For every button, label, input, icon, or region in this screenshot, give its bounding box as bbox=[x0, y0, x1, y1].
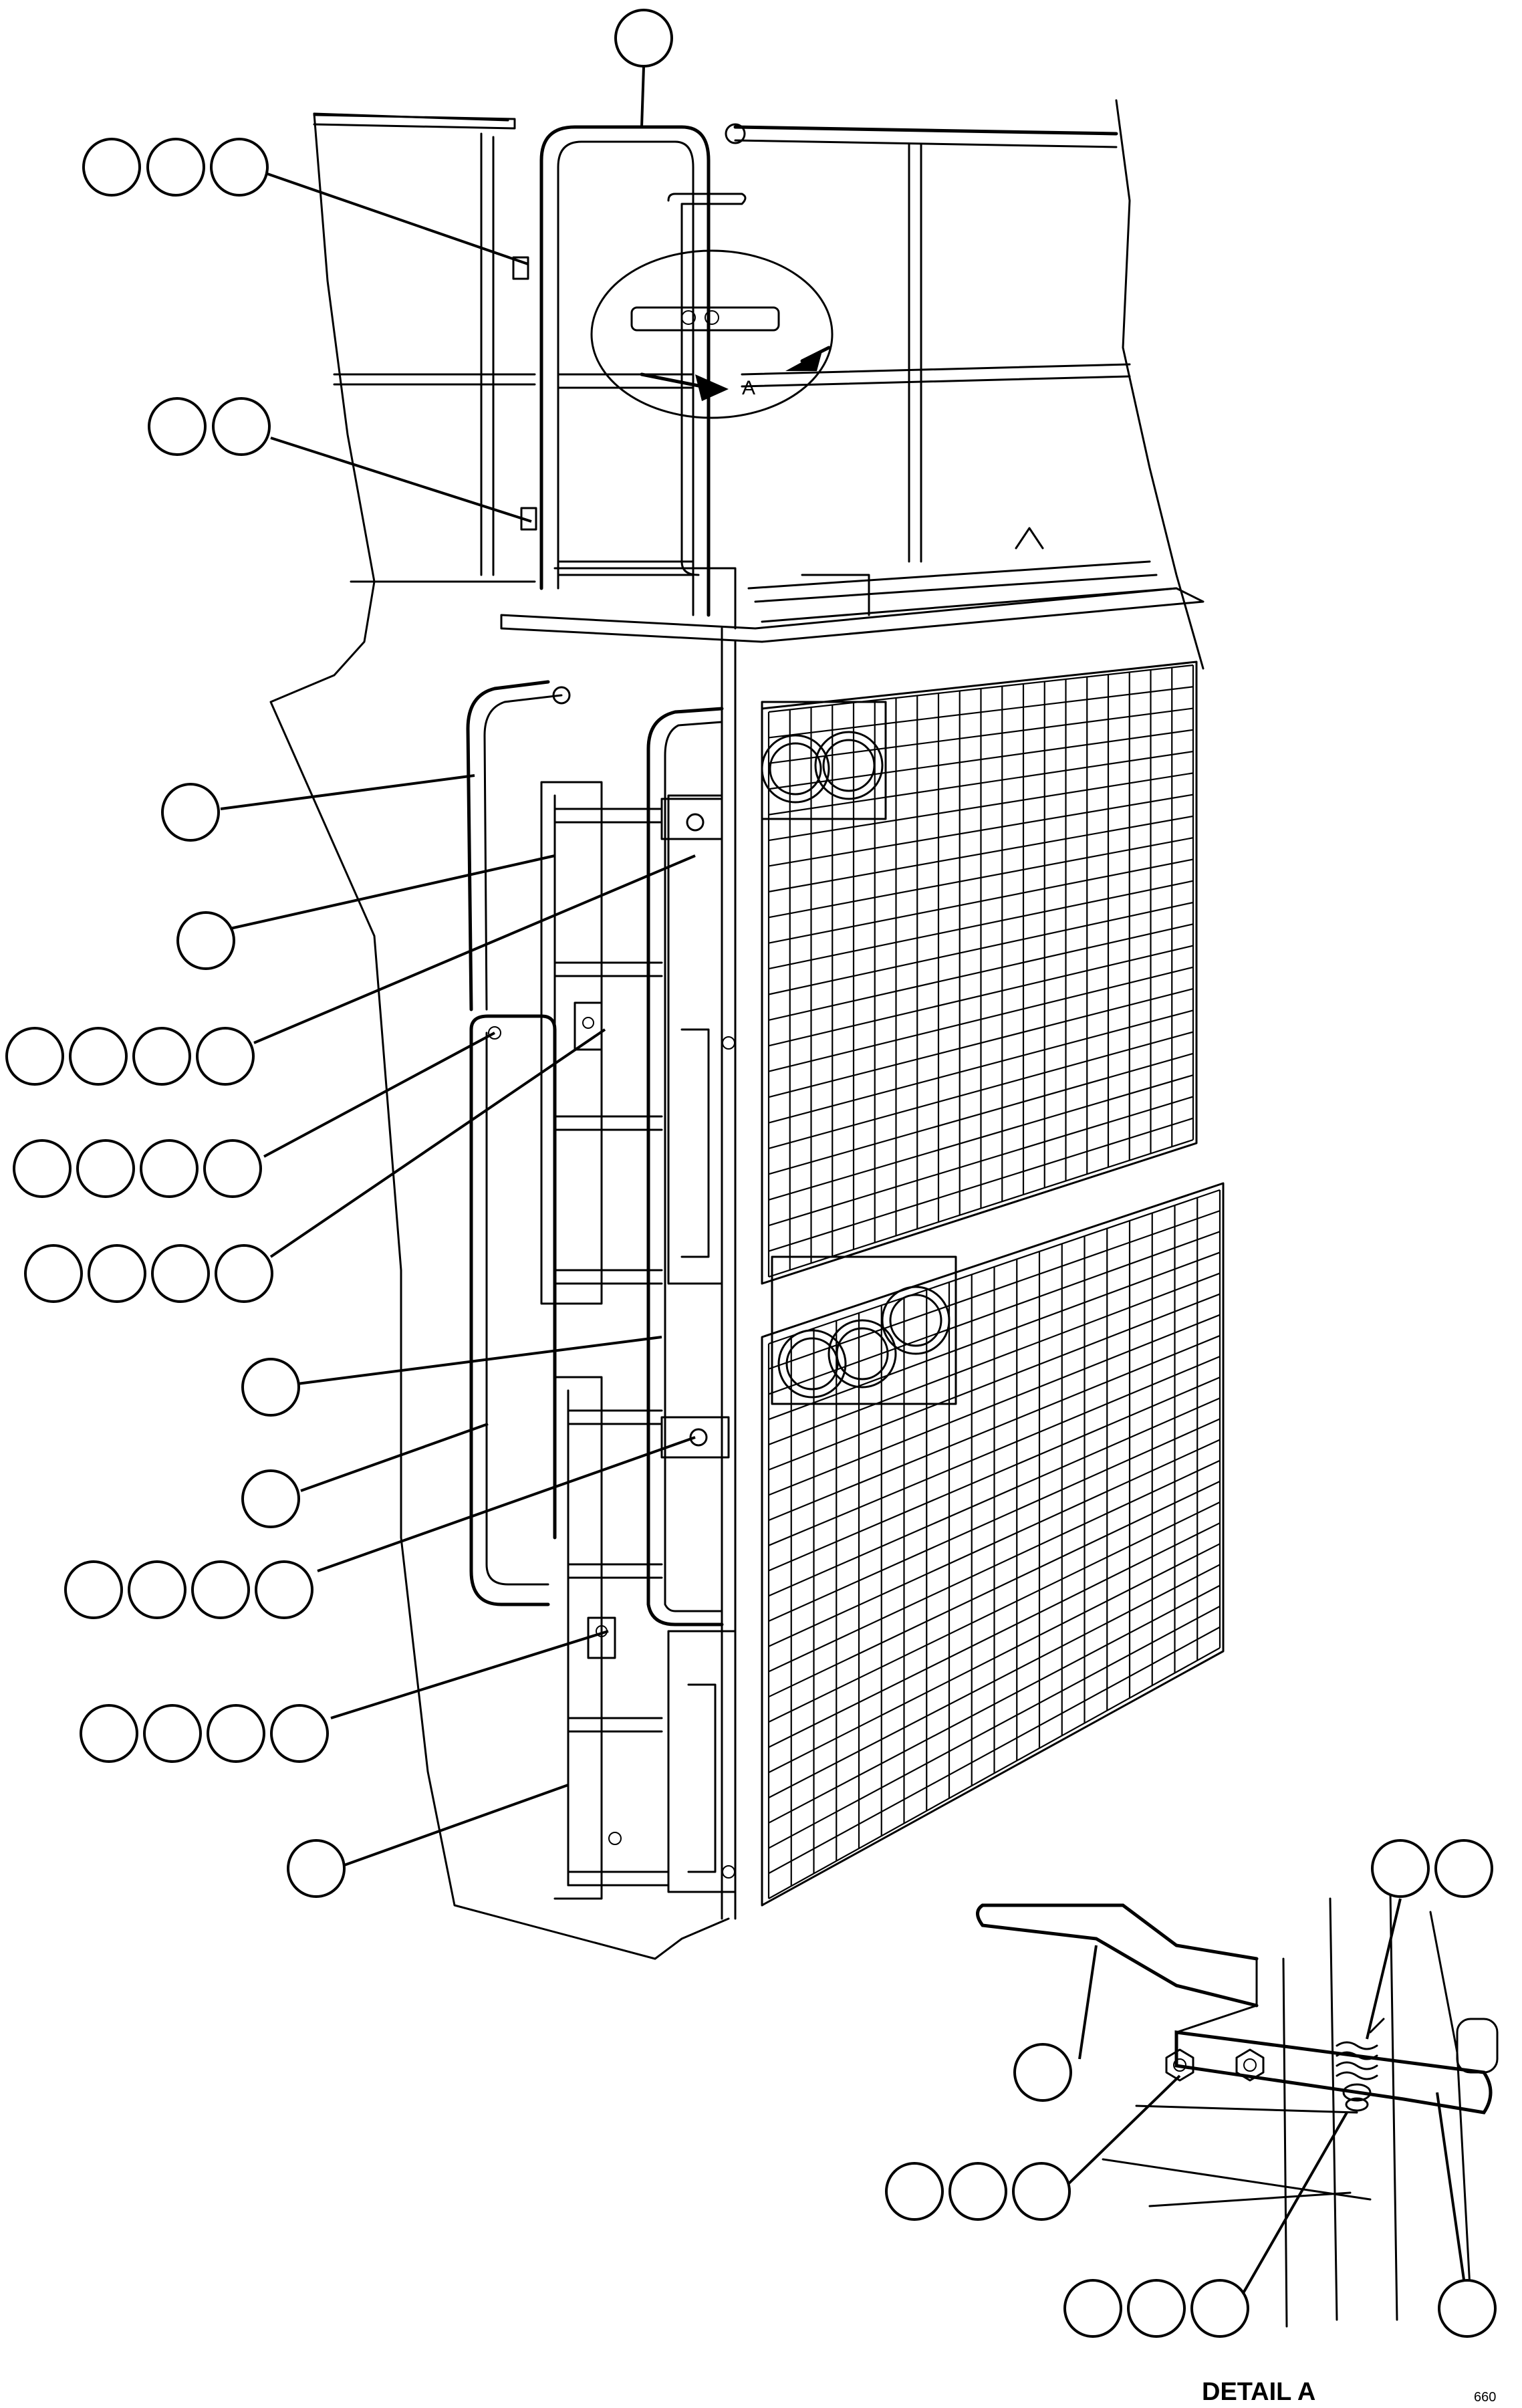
lower-grille-mesh-horizontal-bar bbox=[768, 1522, 1221, 1748]
callout-group-7 bbox=[13, 1139, 262, 1198]
lower-grille-mesh-horizontal-bar bbox=[768, 1418, 1221, 1622]
upper-gauge-pair bbox=[761, 731, 884, 804]
lower-grille-mesh-horizontal-bar bbox=[768, 1272, 1221, 1445]
detail-callout-3 bbox=[885, 2162, 1071, 2221]
lower-grille-mesh-horizontal-bar bbox=[768, 1231, 1221, 1395]
lower-grille-mesh-horizontal-bar bbox=[768, 1376, 1221, 1572]
upper-grille-mesh-horizontal-bar bbox=[768, 923, 1194, 1021]
upper-grille-mesh-horizontal-bar bbox=[768, 729, 1194, 790]
callout-group-10 bbox=[241, 1469, 300, 1528]
detail-a-marker: A bbox=[590, 249, 834, 419]
callout-group-4 bbox=[161, 783, 220, 842]
lower-grille-mesh-horizontal-bar bbox=[768, 1210, 1221, 1370]
upper-grille-mesh-horizontal-bar bbox=[768, 664, 1194, 713]
upper-grille-mesh-horizontal-bar bbox=[768, 751, 1194, 816]
detail-callout-1 bbox=[1371, 1839, 1493, 1898]
upper-grille-mesh-horizontal-bar bbox=[768, 901, 1194, 995]
lower-grille-mesh bbox=[767, 1189, 1221, 1899]
lower-grille-mesh-horizontal-bar bbox=[768, 1189, 1221, 1345]
callout-group-3 bbox=[148, 397, 271, 456]
detail-a-inset: DETAIL A 660 bbox=[976, 1891, 1499, 2406]
spring-assembly bbox=[1336, 2018, 1385, 2112]
upper-grille-mesh-horizontal-bar bbox=[768, 794, 1194, 867]
detail-a-marker-label: A bbox=[742, 377, 755, 399]
upper-guardrail-right bbox=[725, 123, 1178, 623]
upper-guardrail-left bbox=[313, 114, 537, 583]
lower-grille-mesh-horizontal-bar bbox=[768, 1439, 1221, 1647]
upper-grille-mesh-horizontal-bar bbox=[768, 1096, 1194, 1227]
lower-radiator-grille bbox=[761, 1182, 1225, 1907]
upper-grille-mesh-horizontal-bar bbox=[768, 945, 1194, 1047]
lower-gauge-trio bbox=[777, 1286, 950, 1399]
upper-grille-mesh-horizontal-bar bbox=[768, 858, 1194, 944]
lower-hinge-bracket bbox=[660, 1416, 730, 1459]
lower-grille-mesh-horizontal-bar bbox=[768, 1314, 1221, 1496]
upper-grille-mesh-horizontal-bar bbox=[768, 1117, 1194, 1252]
main-ladder bbox=[466, 680, 737, 1900]
upper-grille-mesh-horizontal-bar bbox=[768, 1031, 1194, 1150]
lower-grille-mesh-horizontal-bar bbox=[768, 1480, 1221, 1698]
leader-lines bbox=[220, 66, 1469, 2304]
lower-grille-mesh-horizontal-bar bbox=[768, 1397, 1221, 1597]
detail-callout-5 bbox=[1438, 2279, 1497, 2338]
upper-hinge-bracket bbox=[660, 798, 723, 840]
upper-grille-mesh-horizontal-bar bbox=[768, 815, 1194, 892]
upper-grille-mesh-horizontal-bar bbox=[768, 988, 1194, 1098]
detail-callout-4 bbox=[1063, 2279, 1249, 2338]
lower-grille-mesh-horizontal-bar bbox=[768, 1293, 1221, 1471]
upper-grille-mesh bbox=[767, 664, 1194, 1278]
callout-group-13 bbox=[287, 1839, 346, 1898]
hex-bolt-left bbox=[1165, 2048, 1194, 2082]
callout-group-5 bbox=[176, 911, 235, 970]
upper-grille-mesh-horizontal-bar bbox=[768, 707, 1194, 764]
hex-bolt-right bbox=[1235, 2048, 1265, 2082]
callout-group-12 bbox=[80, 1704, 329, 1763]
upper-grille-mesh-horizontal-bar bbox=[768, 1009, 1194, 1124]
detail-arrow-right bbox=[785, 351, 822, 371]
lower-grille-mesh-horizontal-bar bbox=[768, 1459, 1221, 1673]
detail-a-caption: DETAIL A bbox=[1202, 2378, 1315, 2406]
upper-radiator-grille bbox=[761, 660, 1198, 1285]
upper-grille-mesh-horizontal-bar bbox=[768, 1074, 1194, 1201]
callout-group-1 bbox=[614, 9, 673, 68]
lower-grille-mesh-horizontal-bar bbox=[768, 1543, 1221, 1774]
callout-group-6 bbox=[5, 1027, 255, 1086]
detail-callout-2 bbox=[1013, 2043, 1072, 2102]
top-handrail-hoop bbox=[539, 125, 747, 617]
lower-grille-mesh-horizontal-bar bbox=[768, 1356, 1221, 1546]
upper-grille-mesh-horizontal-bar bbox=[768, 772, 1194, 842]
platform-deck bbox=[500, 527, 1204, 1920]
upper-grille-mesh-horizontal-bar bbox=[768, 1052, 1194, 1175]
callout-group-8 bbox=[24, 1244, 273, 1303]
upper-grille-mesh-horizontal-bar bbox=[768, 880, 1194, 970]
callout-bubble-layer bbox=[5, 9, 1497, 2338]
detail-arrow-left bbox=[695, 374, 729, 401]
lower-grille-mesh-horizontal-bar bbox=[768, 1251, 1221, 1421]
lower-grille-mesh-horizontal-bar bbox=[768, 1501, 1221, 1723]
drawing-number: 660 bbox=[1474, 2390, 1496, 2405]
upper-grille-mesh-horizontal-bar bbox=[768, 837, 1194, 919]
upper-grille-mesh-horizontal-bar bbox=[768, 966, 1194, 1072]
lower-grille-mesh-horizontal-bar bbox=[768, 1626, 1221, 1875]
lower-grille-mesh-horizontal-bar bbox=[768, 1334, 1221, 1522]
lower-grille-mesh-horizontal-bar bbox=[768, 1564, 1221, 1799]
lower-grille-mesh-horizontal-bar bbox=[768, 1605, 1221, 1849]
lower-grille-mesh-horizontal-bar bbox=[768, 1647, 1221, 1899]
callout-group-11 bbox=[64, 1560, 313, 1619]
callout-group-2 bbox=[82, 138, 269, 197]
callout-group-9 bbox=[241, 1358, 300, 1417]
lower-grille-mesh-horizontal-bar bbox=[768, 1584, 1221, 1824]
upper-grille-mesh-horizontal-bar bbox=[768, 1138, 1194, 1278]
upper-grille-mesh-horizontal-bar bbox=[768, 686, 1194, 739]
